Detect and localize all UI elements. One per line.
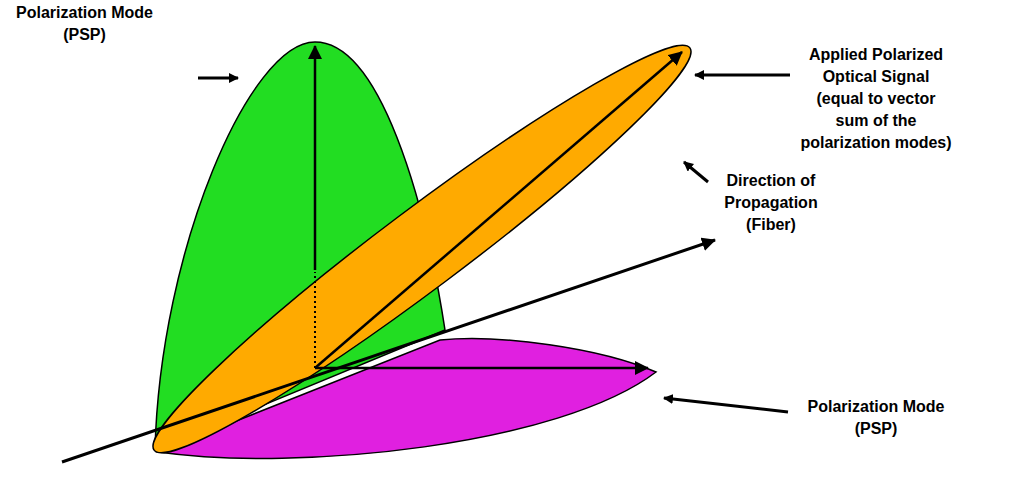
green-mode-vector <box>314 46 317 270</box>
leader-arrow <box>198 77 238 80</box>
applied-signal-vector <box>315 52 682 368</box>
callout-label: Applied Polarized Optical Signal (equal … <box>800 44 952 154</box>
leader-arrow <box>684 162 708 182</box>
leader-arrow <box>695 74 790 77</box>
callout-label: Direction of Propagation (Fiber) <box>712 170 830 236</box>
propagation-axis <box>62 240 715 462</box>
magenta-mode-vector <box>315 367 648 370</box>
leader-arrow <box>664 398 788 412</box>
dotted-projection <box>314 272 316 368</box>
callout-label: Polarization Mode (PSP) <box>792 396 960 440</box>
callout-label: Polarization Mode (PSP) <box>2 2 167 46</box>
